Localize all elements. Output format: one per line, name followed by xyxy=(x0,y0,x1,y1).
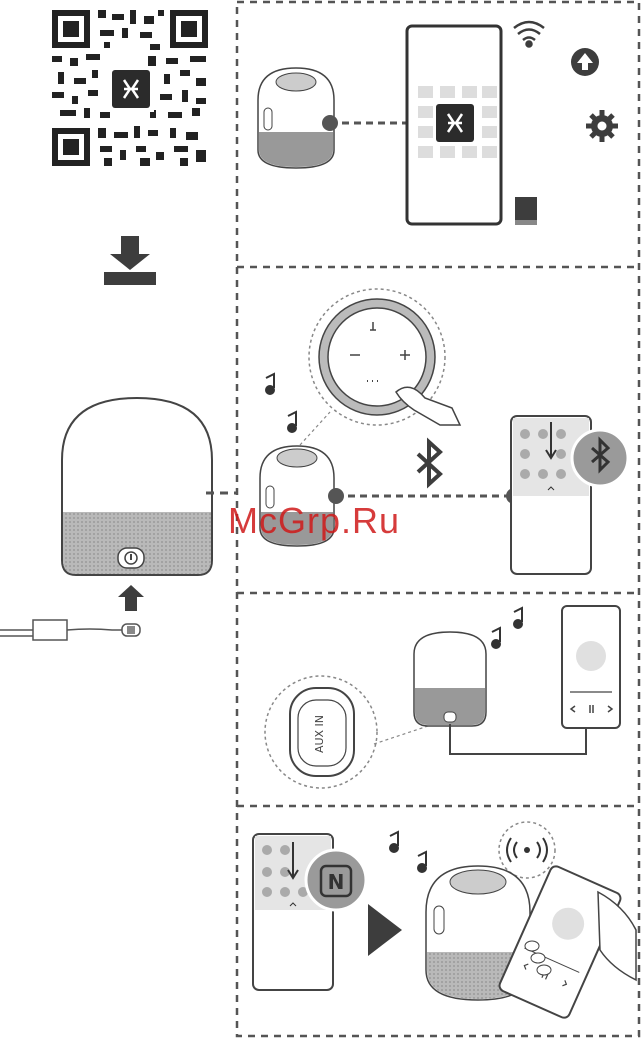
wifi-icon xyxy=(514,22,544,47)
speaker-large xyxy=(62,398,212,575)
manual-book-icon xyxy=(515,197,537,225)
phone-app xyxy=(407,26,501,224)
play-arrow-icon xyxy=(368,904,402,956)
phone-aux xyxy=(562,606,620,728)
aux-zoom: AUX IN xyxy=(265,676,377,788)
aux-label: AUX IN xyxy=(313,715,326,753)
nfc-symbol: N xyxy=(328,870,345,894)
music-note-icon xyxy=(492,608,522,648)
music-note-icon xyxy=(266,374,296,432)
arrow-up-icon xyxy=(118,585,144,611)
download-icon xyxy=(104,236,156,285)
upload-icon xyxy=(571,48,599,76)
speaker-top-control xyxy=(309,289,460,425)
nfc-icon: N xyxy=(306,850,366,910)
music-note-icon xyxy=(390,832,426,872)
gear-icon xyxy=(586,110,618,142)
qr-code-icon xyxy=(50,8,210,168)
bluetooth-icon xyxy=(418,442,440,484)
phone-bluetooth xyxy=(511,416,628,574)
power-adapter-icon xyxy=(0,620,140,640)
watermark-text: McGrp.Ru xyxy=(228,500,400,542)
speaker-small-1 xyxy=(258,68,334,168)
speaker-aux xyxy=(414,632,486,726)
